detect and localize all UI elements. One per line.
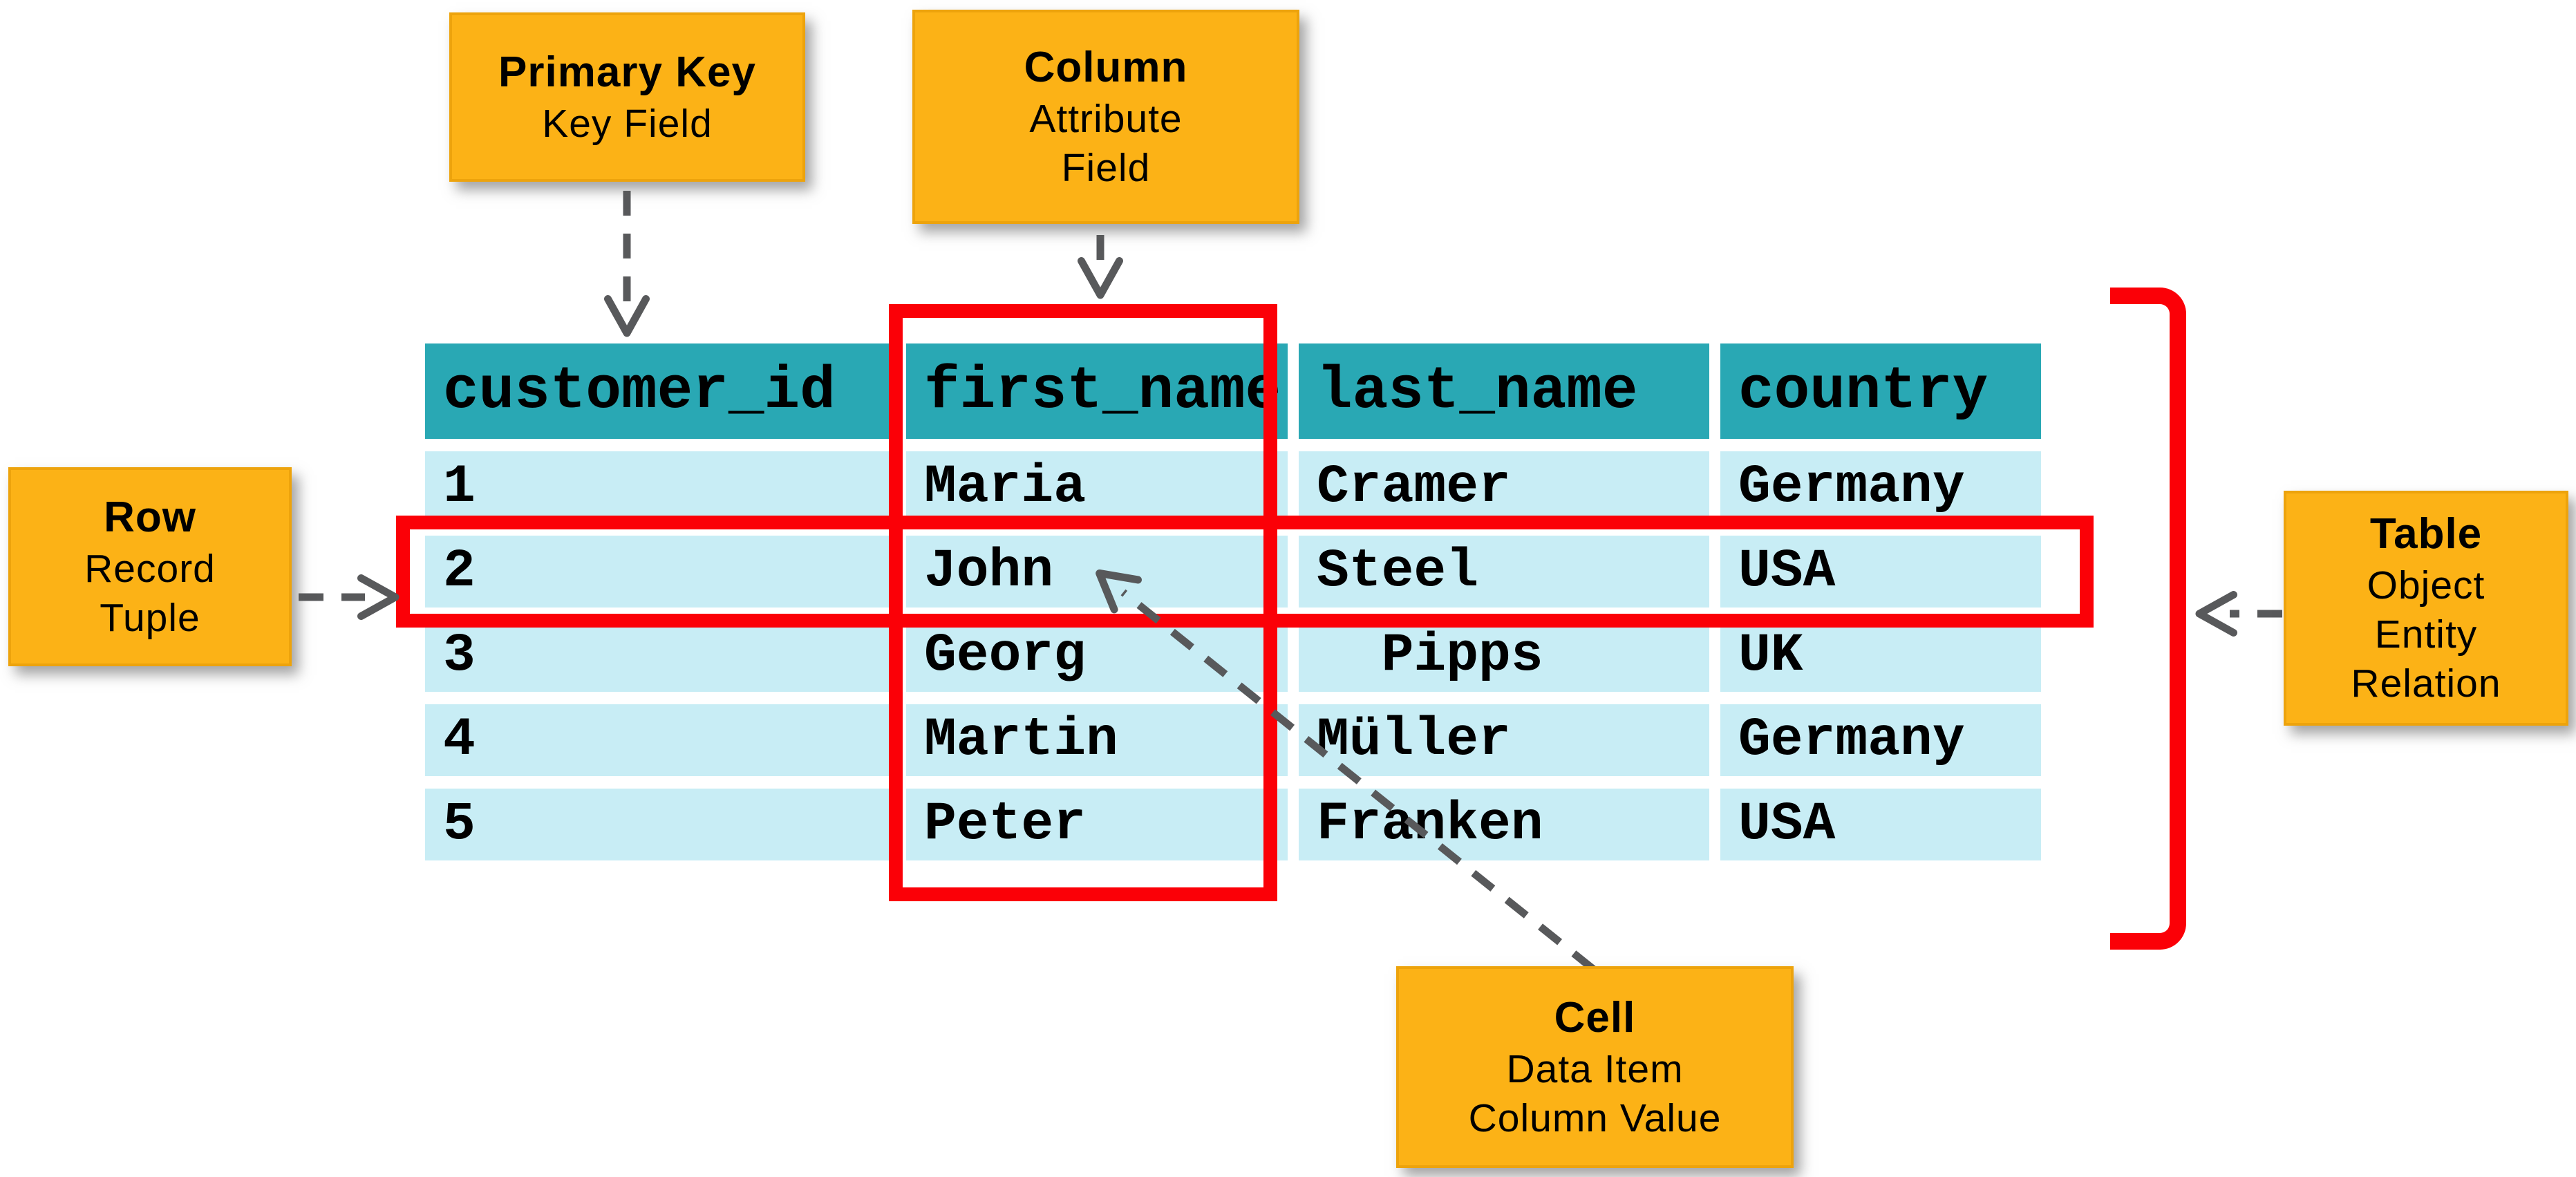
callout-table-subtitle: Object: [2367, 563, 2485, 608]
callout-column-subtitle: Attribute: [1029, 96, 1183, 141]
column-header-last-name: last_name: [1299, 343, 1709, 439]
table-bracket: [2110, 288, 2186, 950]
column-header-customer-id: customer_id: [425, 343, 895, 439]
table-cell: UK: [1720, 620, 2041, 692]
table-cell: 1: [425, 451, 895, 523]
table-cell: 5: [425, 789, 895, 860]
table-cell: Cramer: [1299, 451, 1709, 523]
callout-row-subtitle: Record: [84, 546, 216, 591]
callout-row-title: Row: [104, 493, 196, 541]
table-cell: Franken: [1299, 789, 1709, 860]
table-cell: Germany: [1720, 451, 2041, 523]
callout-cell-title: Cell: [1554, 994, 1636, 1042]
callout-row: Row Record Tuple: [8, 467, 292, 666]
row-highlight-box: [396, 516, 2094, 628]
column-header-country: country: [1720, 343, 2041, 439]
callout-table-subtitle: Relation: [2351, 661, 2501, 706]
callout-primary-key: Primary Key Key Field: [449, 12, 805, 182]
callout-cell-subtitle: Column Value: [1468, 1095, 1722, 1140]
column-header-first-name: first_name: [906, 343, 1288, 439]
callout-column-subtitle: Field: [1061, 145, 1151, 190]
callout-table-title: Table: [2369, 510, 2483, 558]
table-cell: 2: [425, 536, 895, 608]
callout-primary-key-subtitle: Key Field: [542, 101, 713, 146]
callout-column-title: Column: [1024, 44, 1188, 91]
table-cell: Germany: [1720, 704, 2041, 776]
callout-table: Table Object Entity Relation: [2284, 491, 2568, 726]
callout-primary-key-title: Primary Key: [498, 48, 756, 97]
table-cell: USA: [1720, 789, 2041, 860]
callout-cell-subtitle: Data Item: [1506, 1046, 1684, 1091]
callout-column: Column Attribute Field: [912, 10, 1299, 224]
callout-cell: Cell Data Item Column Value: [1396, 966, 1794, 1168]
table-cell: Maria: [906, 451, 1288, 523]
table-cell: Pipps: [1299, 620, 1709, 692]
table-cell: 4: [425, 704, 895, 776]
table-cell: 3: [425, 620, 895, 692]
callout-row-subtitle: Tuple: [100, 595, 200, 640]
callout-table-subtitle: Entity: [2374, 612, 2478, 657]
table-cell: Müller: [1299, 704, 1709, 776]
table-cell: USA: [1720, 536, 2041, 608]
